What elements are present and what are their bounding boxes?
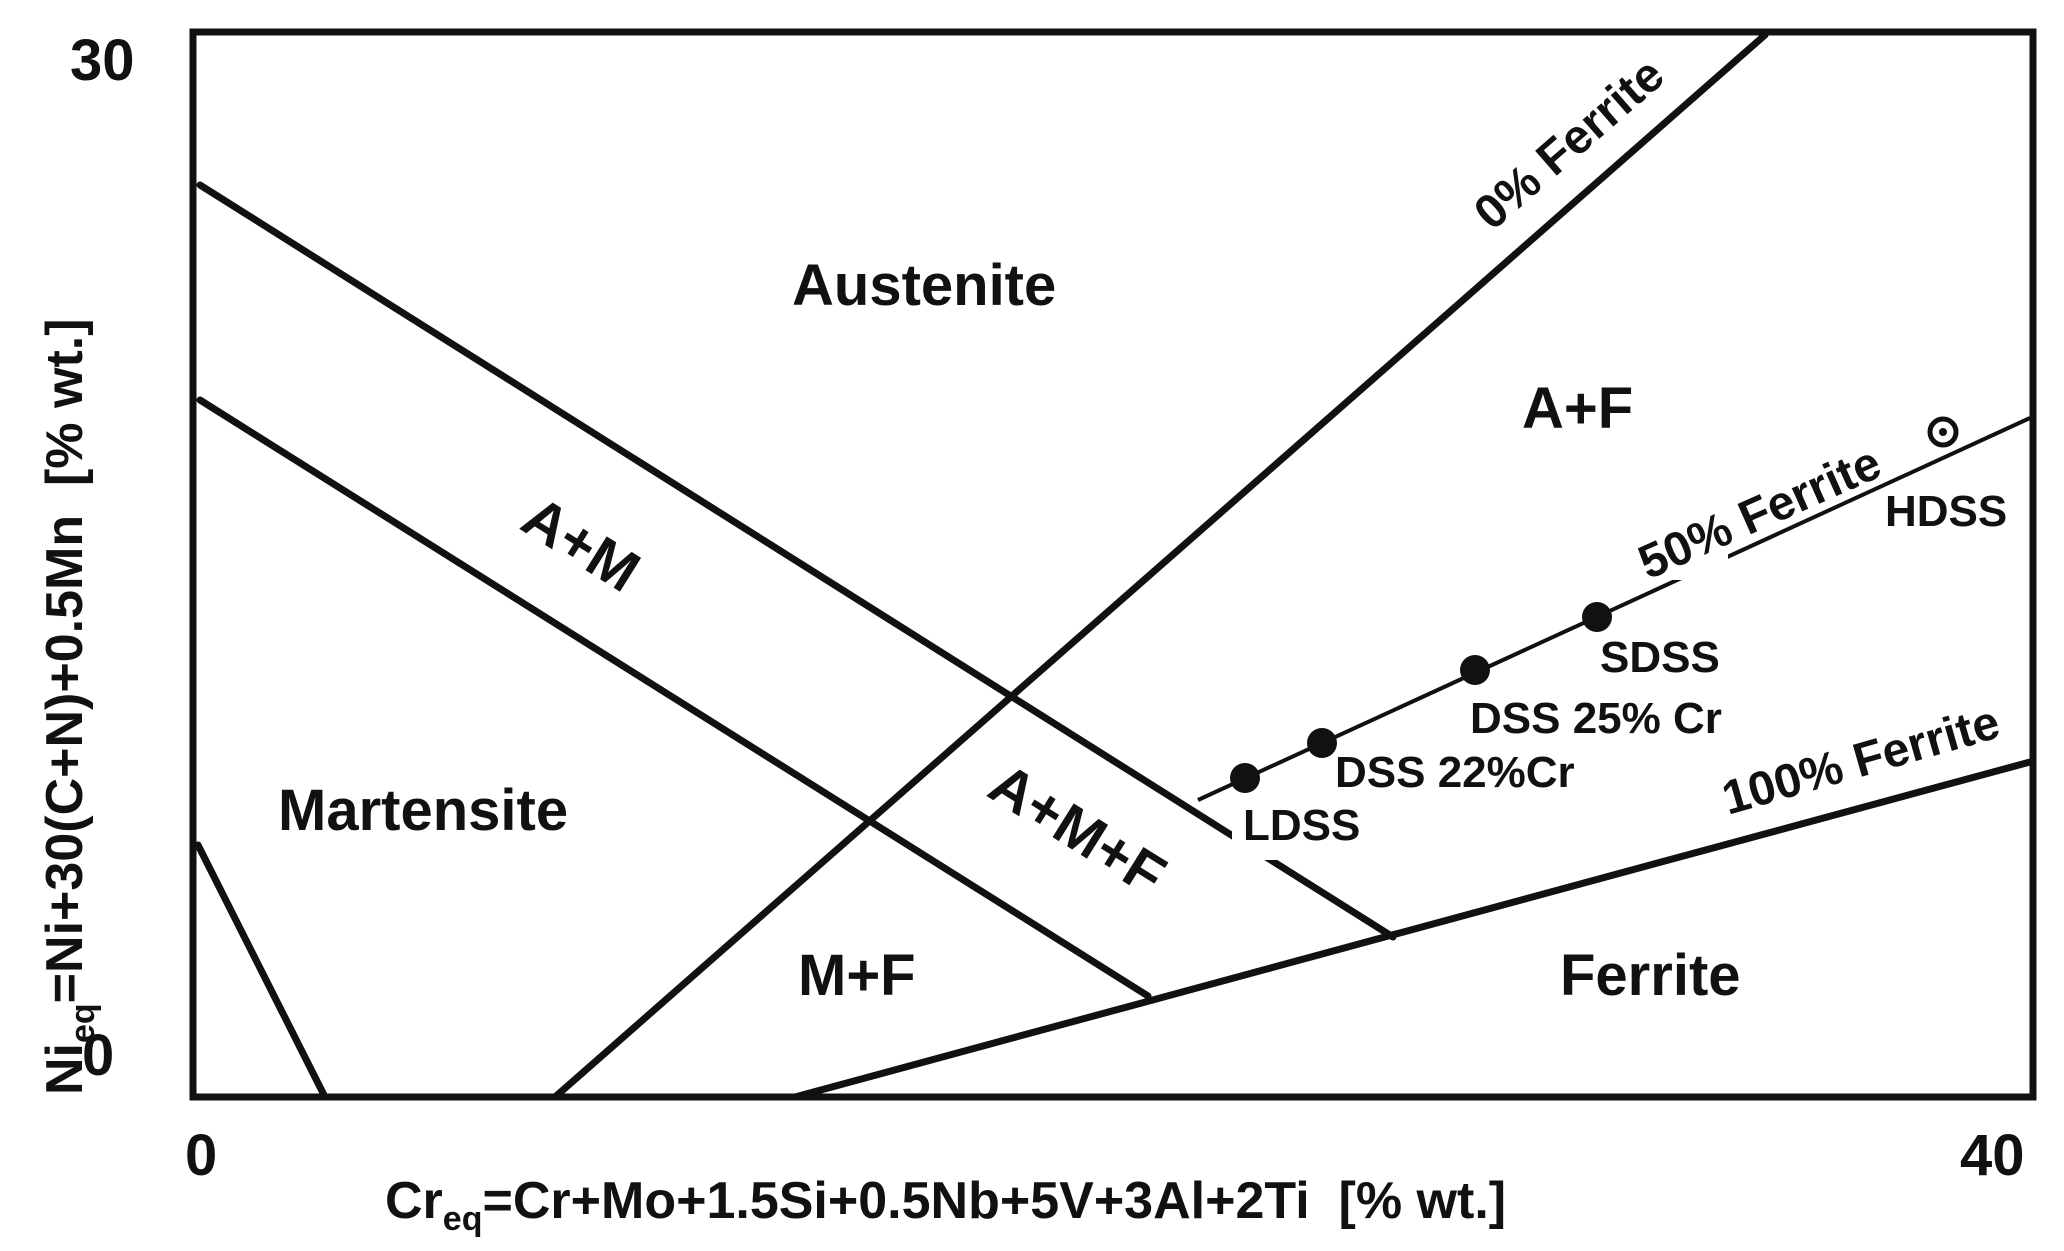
label-backdrop [1232, 800, 1372, 860]
x-axis-title-rest: =Cr+Mo+1.5Si+0.5Nb+5V+3Al+2Ti [% wt.] [482, 1172, 1506, 1230]
zero-ferrite-line [551, 31, 1769, 1101]
martensite-upper-boundary-line [196, 396, 1152, 1000]
x-tick-min: 0 [185, 1123, 217, 1188]
fifty-ferrite-line [1197, 416, 2031, 802]
y-axis-title: Nieq=Ni+30(C+N)+0.5Mn [% wt.] [36, 318, 102, 1095]
austenite-boundary-line [196, 181, 1397, 941]
region-ferrite-label: Ferrite [1560, 943, 1741, 1008]
dss-22-marker [1307, 728, 1337, 758]
dss-25-marker [1460, 655, 1490, 685]
y-tick-min: 0 [82, 1023, 114, 1088]
dss-25-label: DSS 25% Cr [1470, 694, 1722, 743]
region-martensite-label: Martensite [278, 778, 568, 843]
sdss-label: SDSS [1600, 633, 1720, 682]
y-axis-title-main: Ni [36, 1043, 94, 1095]
x-axis-title-subscript: eq [443, 1200, 483, 1238]
ldss-marker [1230, 763, 1260, 793]
hundred-ferrite-line [791, 758, 2034, 1101]
hdss-label: HDSS [1885, 487, 2007, 536]
x-axis-title-main: Cr [385, 1172, 443, 1230]
y-axis-title-subscript: eq [64, 1003, 102, 1043]
region-a-plus-f-label: A+F [1522, 376, 1633, 441]
region-m-plus-f-label: M+F [798, 943, 916, 1008]
martensite-lower-boundary-line [194, 841, 329, 1101]
dss-22-label: DSS 22%Cr [1335, 748, 1575, 797]
hdss-marker-center [1939, 428, 1947, 436]
label-backdrop [1618, 508, 1728, 580]
region-a-plus-m-label: A+M [511, 484, 651, 605]
region-a-plus-m-plus-f-label: A+M+F [978, 751, 1176, 909]
sdss-marker [1582, 602, 1612, 632]
y-axis-title-rest: =Ni+30(C+N)+0.5Mn [% wt.] [36, 318, 94, 1003]
ldss-label: LDSS [1243, 801, 1360, 850]
region-austenite-label: Austenite [792, 253, 1056, 318]
x-tick-max: 40 [1960, 1123, 2025, 1188]
y-tick-max: 30 [70, 28, 135, 93]
x-axis-title: Creq=Cr+Mo+1.5Si+0.5Nb+5V+3Al+2Ti [% wt.… [385, 1172, 1506, 1238]
plot-frame [189, 28, 2037, 1101]
